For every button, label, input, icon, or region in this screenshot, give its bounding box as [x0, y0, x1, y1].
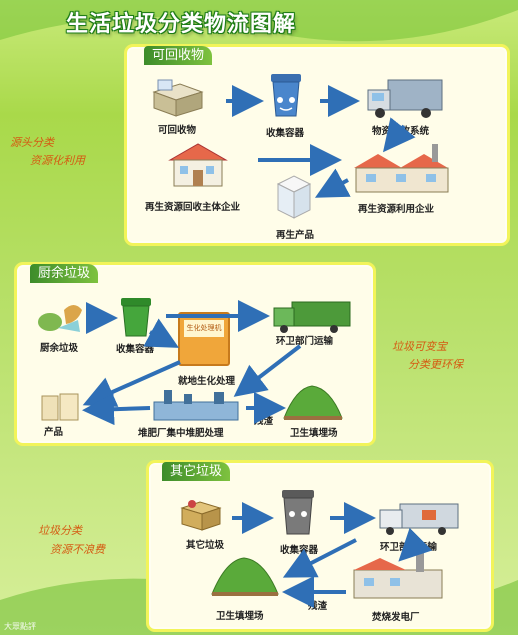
label-compost-plant: 堆肥厂集中堆肥处理: [138, 428, 224, 439]
green-truck-icon: [273, 301, 351, 333]
arrow-factory-to-product: [314, 168, 351, 198]
incineration-plant-icon: [353, 550, 443, 599]
page-title: 生活垃圾分类物流图解: [66, 12, 297, 37]
recycled-product-icon: [276, 175, 312, 219]
factory-icon: [354, 144, 449, 193]
side-note-3-line-2: 资源不浪费: [50, 543, 105, 556]
label-landfill-3: 卫生填埋场: [216, 611, 264, 622]
side-note-1-line-1: 源头分类: [10, 136, 54, 149]
landfill-hill-icon-3: [211, 557, 279, 596]
arrow-bin-to-bio: [143, 318, 180, 348]
other-waste-box-icon: [180, 500, 222, 531]
label-collection-container-2: 收集容器: [116, 344, 155, 355]
label-kitchen-waste: 厨余垃圾: [40, 343, 79, 354]
other-waste-panel: [146, 460, 494, 632]
recyclables-tab: 可回收物: [144, 46, 213, 65]
arrow-compost-to-product: [82, 393, 151, 426]
landfill-hill-icon-2: [283, 385, 343, 420]
other-waste-tab: 其它垃圾: [162, 462, 231, 481]
label-recycled-product: 再生产品: [276, 230, 315, 241]
recycle-truck-icon: [367, 79, 443, 118]
label-product: 产品: [44, 427, 64, 438]
arrow-truck-to-incineration: [398, 527, 433, 562]
compost-product-bags-icon: [41, 393, 79, 421]
compost-plant-icon: [153, 390, 239, 421]
label-use-company: 再生资源利用企业: [358, 204, 435, 215]
kitchen-waste-icon: [38, 305, 82, 332]
label-recycle-company: 再生资源回收主体企业: [145, 202, 241, 213]
gray-collection-bin-icon: [282, 490, 314, 535]
label-local-bio-treatment: 就地生化处理: [178, 376, 236, 387]
recycle-company-building-icon: [168, 143, 228, 187]
arrow-bio-to-product: [82, 360, 181, 407]
label-incineration-plant: 焚烧发电厂: [372, 612, 420, 623]
side-note-2-line-2: 分类更环保: [408, 358, 463, 371]
label-sanitation-transport-2: 环卫部门运输: [276, 336, 334, 347]
bio-processor-label: 生化处理机: [184, 320, 224, 337]
label-landfill-2: 卫生填埋场: [290, 428, 338, 439]
arrow-truck-to-compost: [233, 344, 302, 397]
collection-bin-icon: [271, 74, 301, 117]
arrow-system-to-factory: [383, 117, 416, 153]
side-note-2-line-1: 垃圾可变宝: [392, 340, 447, 353]
side-note-3-line-1: 垃圾分类: [38, 524, 82, 537]
label-recyclables: 可回收物: [158, 125, 197, 136]
arrow-bin-to-landfill: [282, 538, 357, 578]
label-other-waste: 其它垃圾: [186, 540, 225, 551]
label-collection-container-1: 收集容器: [266, 128, 305, 139]
sanitation-truck-icon: [379, 503, 459, 535]
side-note-1-line-2: 资源化利用: [30, 154, 85, 167]
watermark-text: 大眾點評: [4, 622, 36, 631]
label-residue-3: 残渣: [308, 601, 328, 612]
recyclables-icon: [152, 79, 204, 117]
kitchen-waste-tab: 厨余垃圾: [30, 264, 99, 283]
